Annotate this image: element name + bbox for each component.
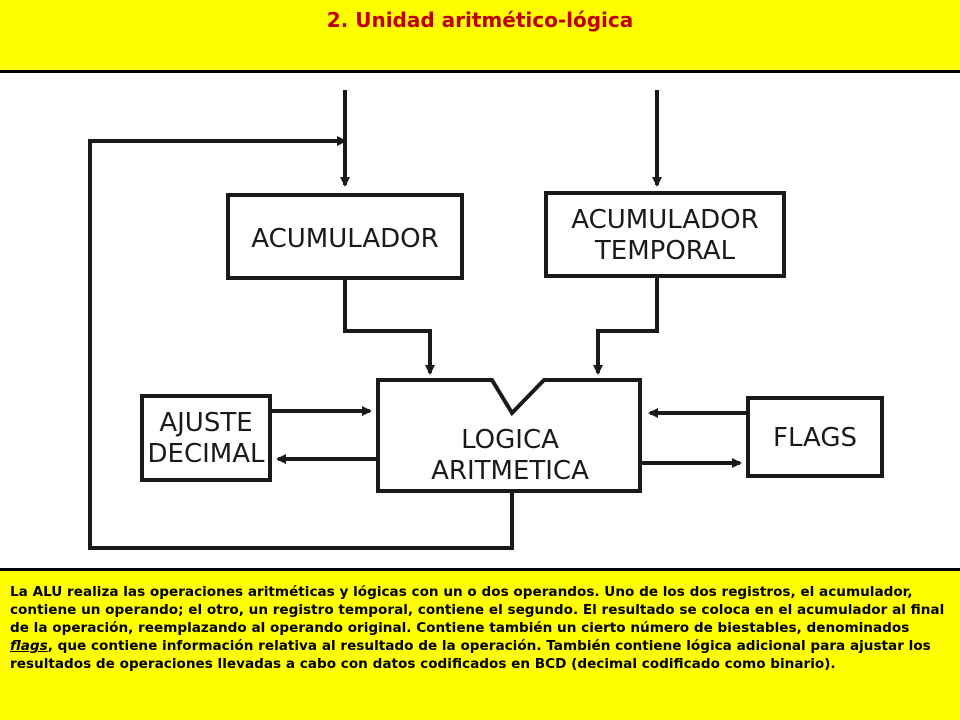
temporal-to-alu-arrow [593, 276, 659, 375]
acumulador-temporal-label-2: TEMPORAL [594, 236, 736, 266]
alu-block-diagram-svg: ACUMULADOR ACUMULADOR TEMPORAL AJUSTE DE… [88, 90, 884, 550]
page-title: 2. Unidad aritmético-lógica [326, 8, 634, 32]
logica-aritmetica-block [376, 378, 642, 493]
description-text: La ALU realiza las operaciones aritmétic… [10, 583, 950, 673]
acumulador-block [226, 193, 464, 280]
description-panel: La ALU realiza las operaciones aritmétic… [0, 568, 960, 720]
ajuste-decimal-label-1: AJUSTE [159, 408, 252, 438]
description-text-part-2: , que contiene información relativa al r… [10, 638, 931, 672]
ajuste-decimal-label-2: DECIMAL [148, 439, 265, 469]
flags-term: flags [10, 638, 48, 654]
description-text-part-1: La ALU realiza las operaciones aritmétic… [10, 584, 945, 636]
logica-aritmetica-label-2: ARITMETICA [431, 456, 589, 486]
flags-label: FLAGS [773, 423, 857, 453]
acumulador-temporal-label-1: ACUMULADOR [571, 205, 758, 235]
flags-block [746, 396, 884, 478]
logica-aritmetica-label-1: LOGICA [461, 425, 559, 455]
alu-diagram: ACUMULADOR ACUMULADOR TEMPORAL AJUSTE DE… [0, 73, 960, 568]
ajuste-decimal-block [140, 394, 272, 482]
feedback-loop-arrow [88, 136, 514, 550]
acumulador-to-alu-arrow [343, 278, 435, 375]
header-bar: 2. Unidad aritmético-lógica [0, 0, 960, 73]
acumulador-label: ACUMULADOR [251, 224, 438, 254]
acumulador-temporal-block [544, 191, 786, 278]
